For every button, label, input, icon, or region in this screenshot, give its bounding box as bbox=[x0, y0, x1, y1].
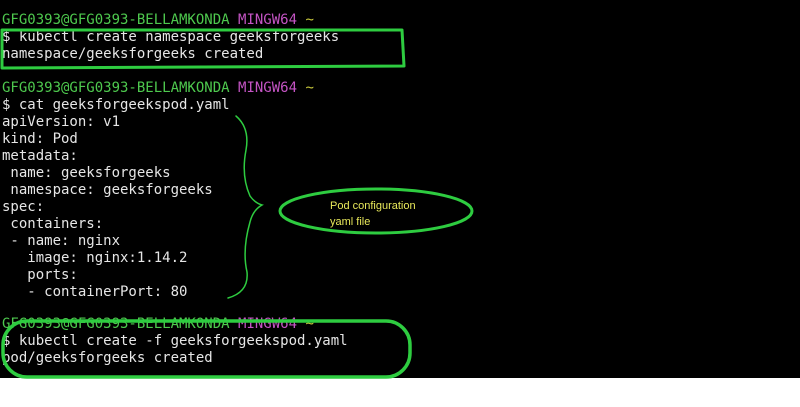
prompt-user: GFG0393@GFG0393-BELLAMKONDA bbox=[2, 80, 230, 96]
prompt-line-3: GFG0393@GFG0393-BELLAMKONDA MINGW64 ~ bbox=[2, 316, 314, 333]
prompt-path: ~ bbox=[305, 80, 314, 96]
prompt-user: GFG0393@GFG0393-BELLAMKONDA bbox=[2, 316, 230, 332]
yaml-line: apiVersion: v1 bbox=[2, 114, 121, 130]
yaml-line: namespace: geeksforgeeks bbox=[2, 182, 213, 198]
yaml-line: - name: nginx bbox=[2, 233, 121, 249]
prompt-line-1: GFG0393@GFG0393-BELLAMKONDA MINGW64 ~ bbox=[2, 12, 314, 29]
yaml-line: kind: Pod bbox=[2, 131, 78, 147]
command-create-pod: $ kubectl create -f geeksforgeekspod.yam… bbox=[2, 333, 348, 349]
yaml-line: containers: bbox=[2, 216, 104, 232]
yaml-line: - containerPort: 80 bbox=[2, 284, 188, 300]
prompt-system: MINGW64 bbox=[238, 316, 298, 332]
prompt-path: ~ bbox=[305, 12, 314, 28]
prompt-line-2: GFG0393@GFG0393-BELLAMKONDA MINGW64 ~ bbox=[2, 80, 314, 97]
annotation-line-1: Pod configuration bbox=[330, 200, 416, 212]
annotation-note: Pod configuration yaml file bbox=[330, 198, 450, 230]
command-cat-yaml: $ cat geeksforgeekspod.yaml bbox=[2, 97, 230, 113]
prompt-system: MINGW64 bbox=[238, 12, 298, 28]
output-namespace-created: namespace/geeksforgeeks created bbox=[2, 46, 264, 62]
yaml-line: metadata: bbox=[2, 148, 78, 164]
prompt-path: ~ bbox=[305, 316, 314, 332]
prompt-user: GFG0393@GFG0393-BELLAMKONDA bbox=[2, 12, 230, 28]
yaml-line: name: geeksforgeeks bbox=[2, 165, 171, 181]
command-create-namespace: $ kubectl create namespace geeksforgeeks bbox=[2, 29, 340, 45]
annotation-line-2: yaml file bbox=[330, 216, 371, 228]
prompt-system: MINGW64 bbox=[238, 80, 298, 96]
yaml-line: ports: bbox=[2, 267, 78, 283]
yaml-line: image: nginx:1.14.2 bbox=[2, 250, 188, 266]
output-pod-created: pod/geeksforgeeks created bbox=[2, 350, 213, 366]
terminal-window[interactable]: GFG0393@GFG0393-BELLAMKONDA MINGW64 ~ $ … bbox=[0, 0, 800, 378]
yaml-line: spec: bbox=[2, 199, 45, 215]
